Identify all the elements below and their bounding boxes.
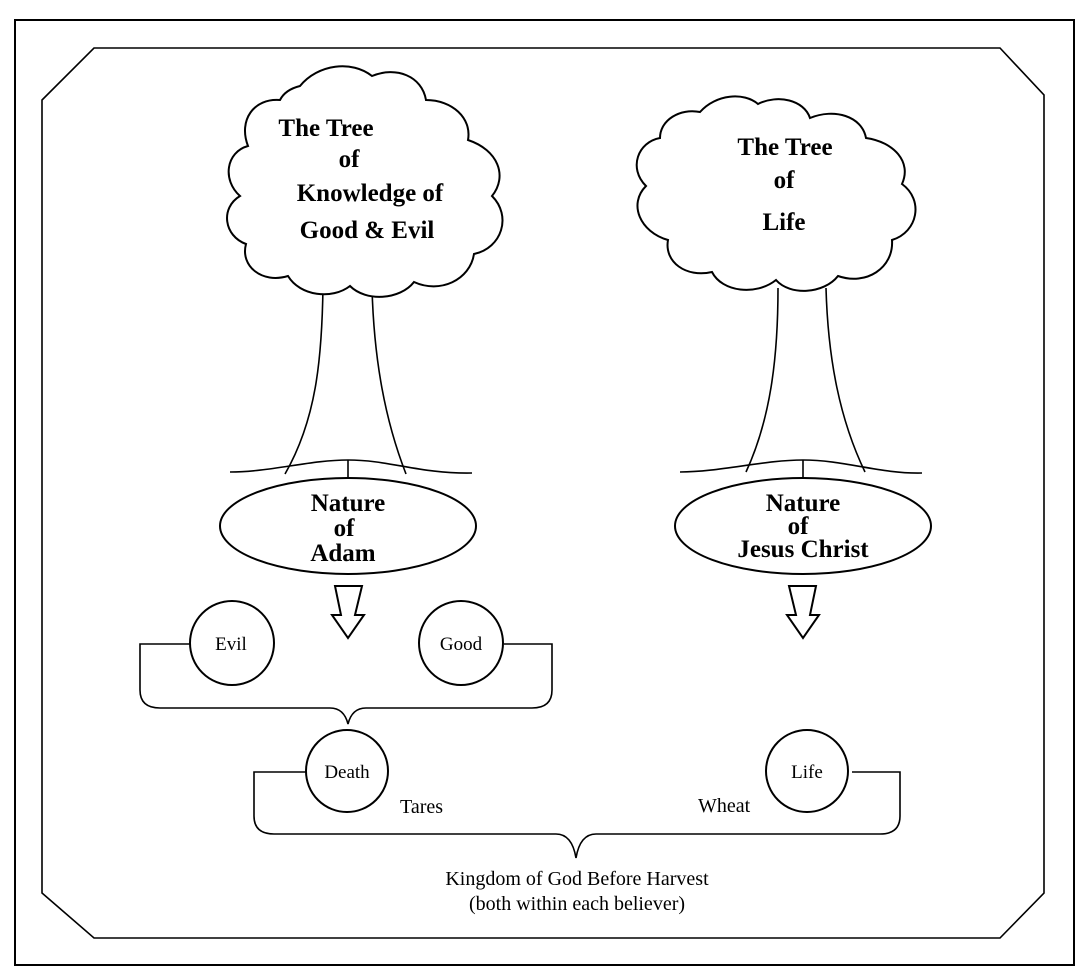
nature-adam-line-2: of [334,515,356,542]
outcome-good: Good [418,600,504,686]
arrow-down-jesus-christ [785,585,821,640]
kingdom-bracket [253,771,901,859]
nature-jesus-christ-line-1: Nature [766,490,841,517]
caption-line-1: Kingdom of God Before Harvest [445,868,709,890]
outer-frame [14,19,1075,966]
tree-life-ground [679,459,923,474]
nature-adam-ellipse [219,477,477,575]
tree-knowledge-title-line-4: Good & Evil [300,217,435,244]
outcome-life-label: Life [791,762,823,783]
tree-knowledge-title-line-1: The Tree [278,115,373,142]
nature-jesus-christ-line-3: Jesus Christ [737,536,869,563]
outcome-death: Death [305,729,389,813]
outcome-death-label: Death [324,762,370,783]
tree-life-canopy [635,95,917,292]
nature-jesus-christ: Nature of Jesus Christ [674,477,932,575]
outcome-death-circle [305,729,389,813]
outcome-life-circle [765,729,849,813]
caption-line-2: (both within each believer) [469,893,685,915]
nature-adam-line-3: Adam [310,540,375,567]
tree-knowledge-trunk [284,285,407,475]
nature-adam: Nature of Adam [219,477,477,575]
nature-jesus-christ-ellipse [674,477,932,575]
outcome-good-circle [418,600,504,686]
outcome-good-label: Good [440,634,483,655]
tree-life-title-line-2: of [774,167,796,194]
evil-good-bracket [139,643,553,725]
tree-life: The Tree of Life [635,95,923,480]
inner-octagon-frame [41,47,1045,939]
wheat-label: Wheat [698,795,751,817]
tree-life-title-line-3: Life [762,209,805,236]
tree-knowledge-title-line-2: of [339,146,361,173]
tree-life-title-line-1: The Tree [737,134,832,161]
tree-knowledge-ground [229,459,473,474]
tree-life-trunk [745,287,866,473]
outcome-evil-label: Evil [215,634,247,655]
nature-jesus-christ-line-2: of [788,513,810,540]
tree-knowledge-canopy [226,65,504,298]
tree-knowledge-title-line-3: Knowledge of [297,180,444,207]
nature-adam-line-1: Nature [311,490,386,517]
arrow-down-adam [330,585,366,640]
tree-knowledge: The Tree of Knowledge of Good & Evil [226,65,504,480]
tares-label: Tares [400,796,443,818]
outcome-life: Life [765,729,849,813]
outcome-evil: Evil [189,600,275,686]
outcome-evil-circle [189,600,275,686]
